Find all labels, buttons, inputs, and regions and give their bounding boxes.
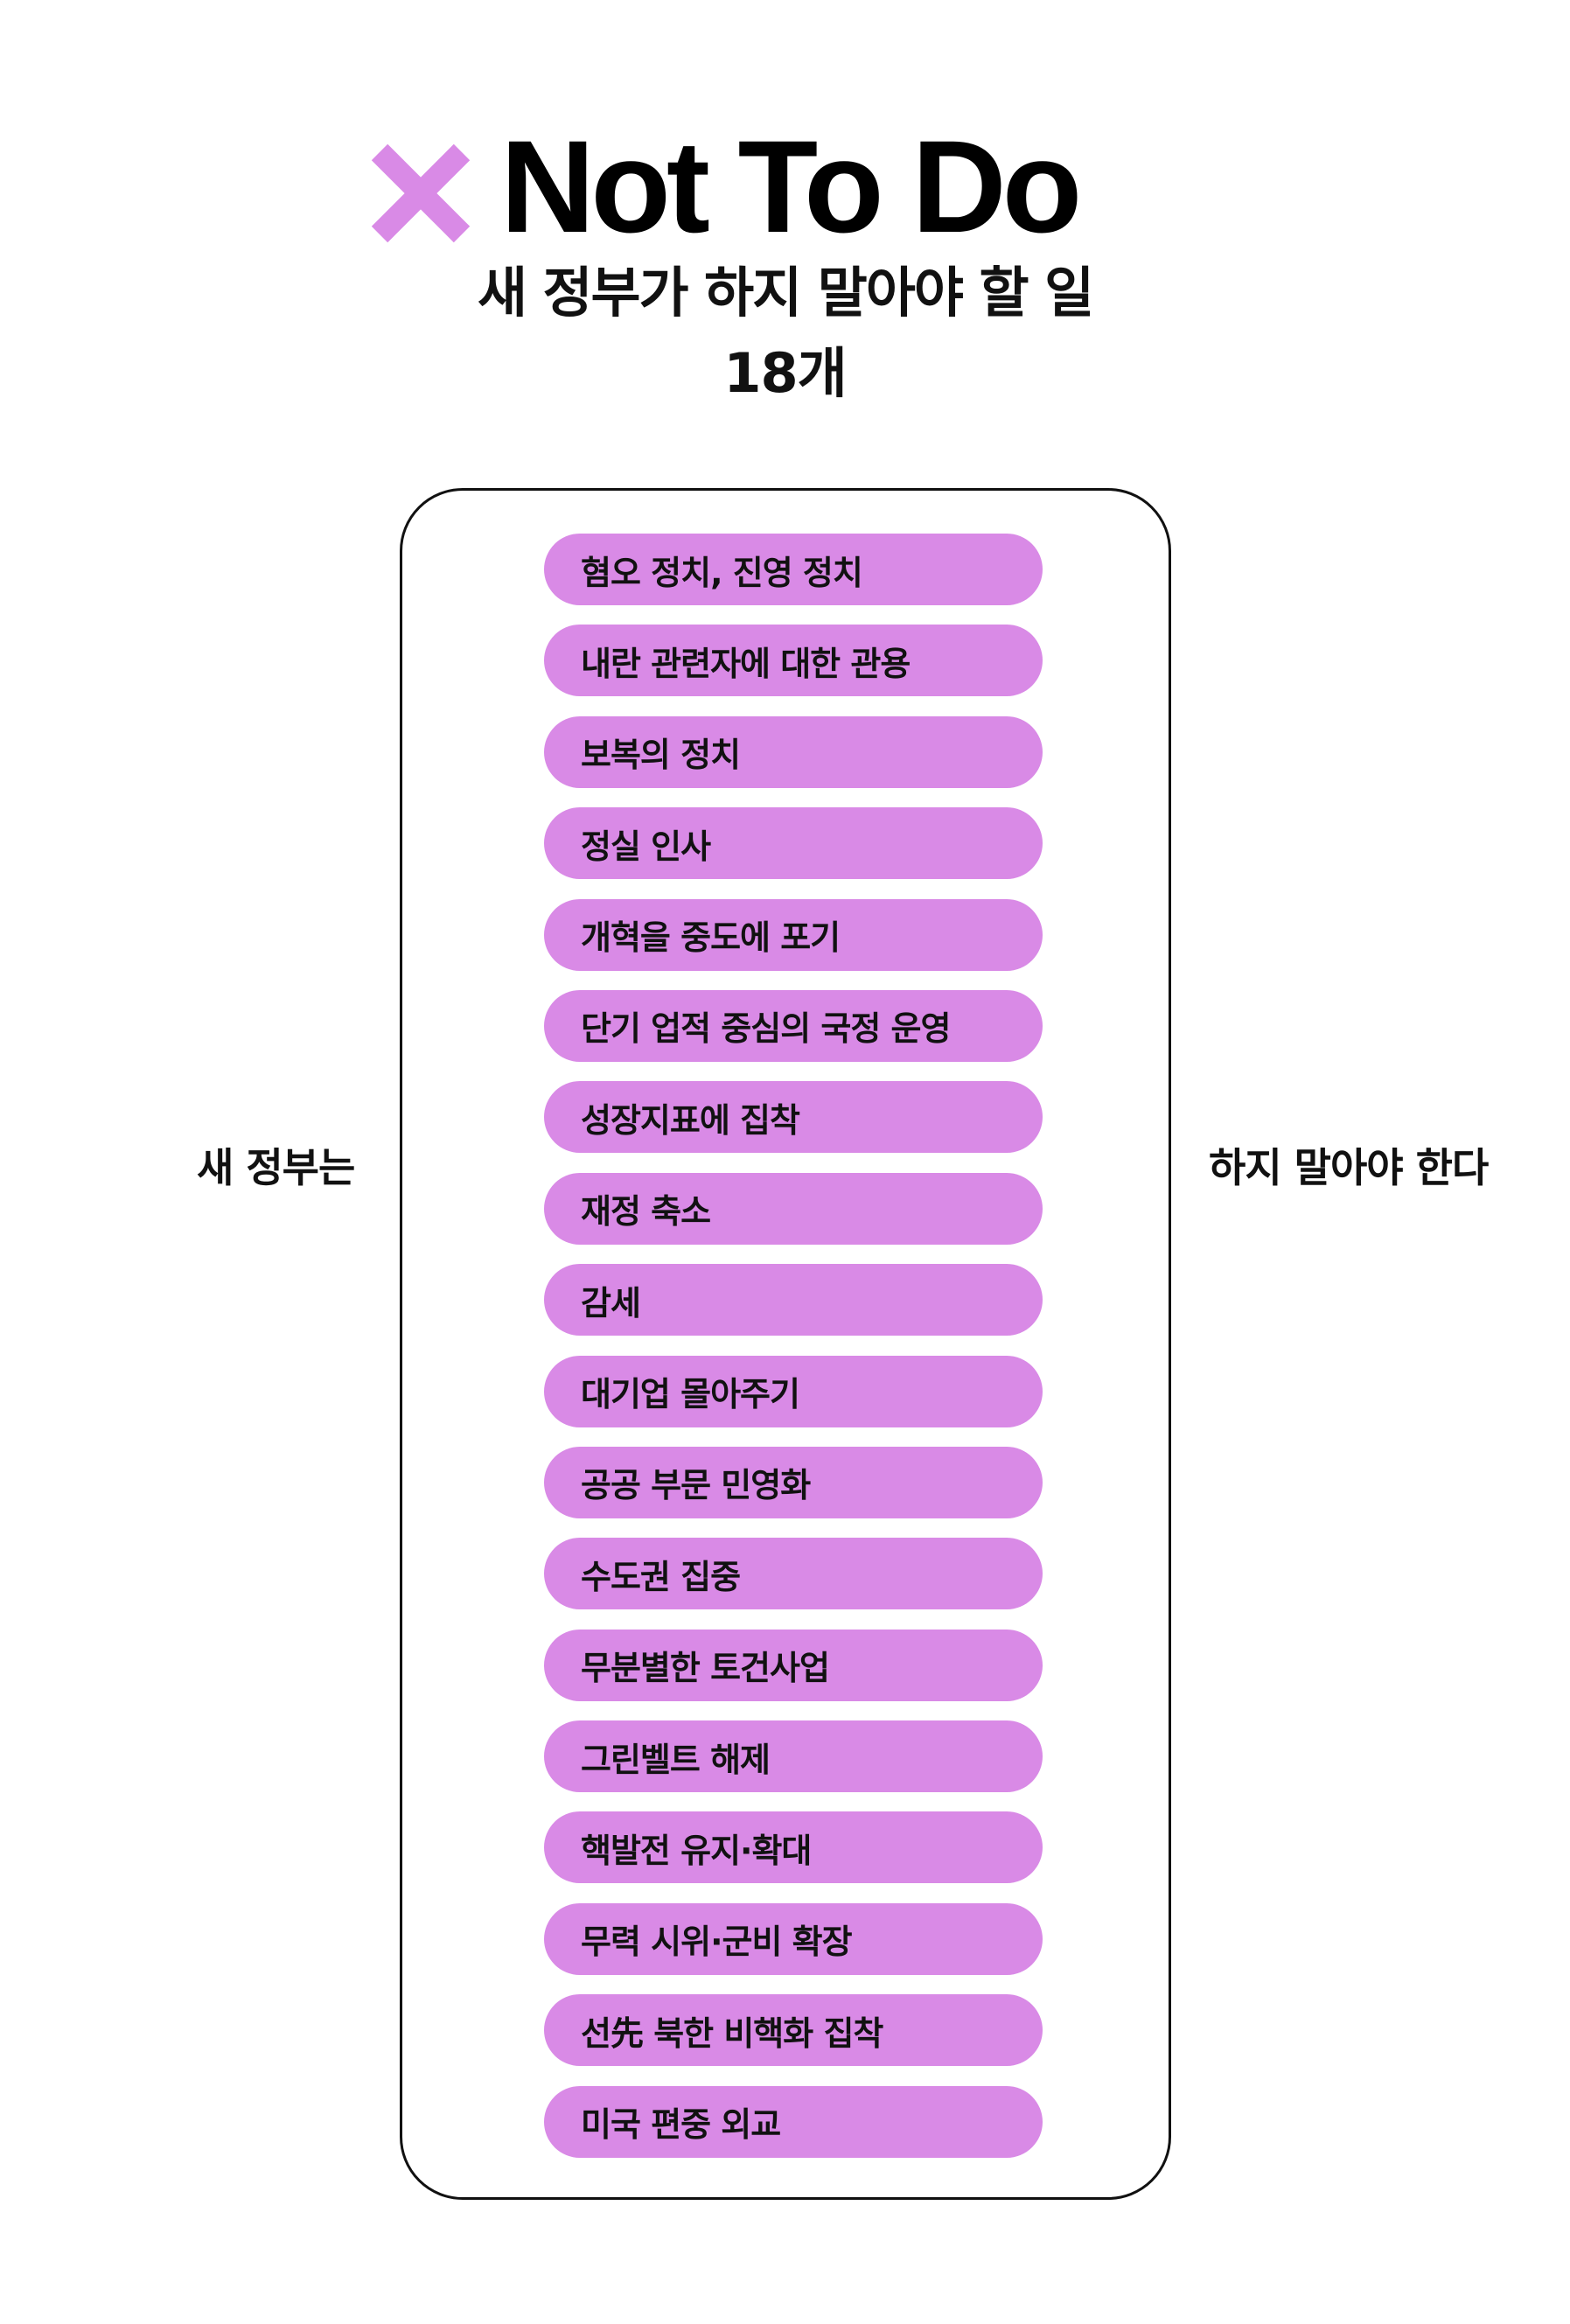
list-item: 수도권 집중 [544,1538,1043,1610]
page-subtitle: 새 정부가 하지 말아야 할 일 [477,261,1094,325]
header: Not To Do 새 정부가 하지 말아야 할 일 18개 [0,0,1570,437]
list-item: 무력 시위·군비 확장 [544,1902,1043,1975]
side-label-right: 하지 말아야 한다 [1209,1144,1489,1191]
list-frame [400,488,1171,2200]
side-label-left: 새 정부는 [197,1144,355,1191]
list-item: 미국 편중 외교 [544,2085,1043,2158]
list-item: 성장지표에 집착 [544,1081,1043,1154]
list-item: 재정 축소 [544,1172,1043,1245]
close-x-icon [371,143,471,243]
list-item: 보복의 정치 [544,715,1043,788]
list-item: 단기 업적 중심의 국정 운영 [544,989,1043,1062]
page-title: Not To Do [500,113,1082,260]
list-item: 개혁을 중도에 포기 [544,898,1043,971]
list-item: 핵발전 유지·확대 [544,1811,1043,1884]
list-item: 대기업 몰아주기 [544,1355,1043,1427]
list-item: 감세 [544,1264,1043,1336]
list-item: 내란 관련자에 대한 관용 [544,625,1043,697]
list-item: 무분별한 토건사업 [544,1629,1043,1701]
not-to-do-list: 혐오 정치, 진영 정치 내란 관련자에 대한 관용 보복의 정치 정실 인사 … [544,534,1043,2177]
list-item: 정실 인사 [544,807,1043,880]
list-item: 선先 북한 비핵화 집착 [544,1994,1043,2067]
list-item: 그린벨트 해제 [544,1720,1043,1793]
list-item: 혐오 정치, 진영 정치 [544,534,1043,605]
list-item: 공공 부문 민영화 [544,1446,1043,1518]
item-count: 18개 [723,341,847,405]
